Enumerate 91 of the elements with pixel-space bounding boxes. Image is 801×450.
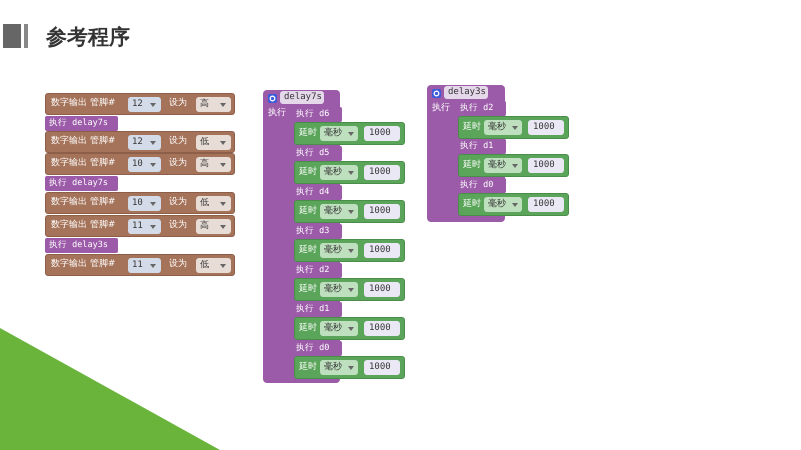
number-field: 1000 [528,197,564,212]
call-label: 执行 d1 [296,304,330,315]
unit-dropdown: 毫秒 [320,360,358,375]
call-block [45,116,118,131]
pin-output-block [45,93,235,115]
block-label: 延时 [299,206,317,217]
pin-output-block [45,131,235,153]
call-block [45,176,118,191]
number-field: 1000 [528,158,564,173]
number-field: 1000 [364,360,400,375]
unit-dropdown: 毫秒 [320,282,358,297]
block-label: 数字输出 管脚# [51,197,116,208]
delay-block [294,161,405,184]
block-label: 数字输出 管脚# [51,98,116,109]
block-label: 延时 [299,167,317,178]
block-label: 延时 [463,199,481,210]
pin-dropdown: 10 [128,157,161,172]
pin-output-block [45,254,235,276]
delay-block [294,356,405,379]
pin-output-block [45,215,235,237]
block-label: 延时 [299,323,317,334]
block-label: 数字输出 管脚# [51,220,116,231]
unit-dropdown: 毫秒 [484,197,522,212]
number-field: 1000 [364,282,400,297]
call-block [45,238,118,253]
level-dropdown: 高 [196,219,231,234]
block-label: 数字输出 管脚# [51,259,116,270]
delay-block [458,116,569,139]
function-name-field: delay3s [444,86,488,99]
call-label: 执行 d5 [296,148,330,159]
pin-output-block [45,153,235,175]
unit-dropdown: 毫秒 [320,243,358,258]
pin-output-block [45,192,235,214]
block-label: 延时 [299,245,317,256]
block-label: 设为 [169,136,187,147]
block-label: 数字输出 管脚# [51,158,116,169]
unit-dropdown: 毫秒 [320,321,358,336]
block-label: 执行 [432,103,450,114]
pin-dropdown: 12 [128,97,161,112]
number-field: 1000 [364,126,400,141]
block-label: 执行 [268,108,286,119]
call-label: 执行 d0 [296,343,330,354]
block-label: 延时 [463,160,481,171]
level-dropdown: 低 [196,135,231,150]
unit-dropdown: 毫秒 [320,126,358,141]
call-label: 执行 delay7s [49,118,108,129]
block-label: 延时 [299,284,317,295]
delay-block [294,239,405,262]
block-label: 延时 [299,362,317,373]
delay-block [294,278,405,301]
delay-block [294,200,405,223]
function-name-field: delay7s [280,91,324,104]
call-label: 执行 d0 [460,180,494,191]
call-label: 执行 d1 [460,141,494,152]
call-label: 执行 d2 [460,103,494,114]
unit-dropdown: 毫秒 [484,120,522,135]
pin-dropdown: 10 [128,196,161,211]
call-label: 执行 delay3s [49,240,108,251]
call-label: 执行 d2 [296,265,330,276]
unit-dropdown: 毫秒 [484,158,522,173]
level-dropdown: 高 [196,97,231,112]
block-label: 设为 [169,259,187,270]
title: 参考程序 [46,24,130,51]
block-label: 设为 [169,158,187,169]
block-label: 延时 [299,128,317,139]
delay-block [294,317,405,340]
block-label: 设为 [169,98,187,109]
block-label: 设为 [169,197,187,208]
number-field: 1000 [364,204,400,219]
call-label: 执行 d4 [296,187,330,198]
call-label: 执行 d3 [296,226,330,237]
delay-block [458,154,569,177]
block-label: 数字输出 管脚# [51,136,116,147]
delay-block [458,193,569,216]
pin-dropdown: 11 [128,258,161,273]
level-dropdown: 高 [196,157,231,172]
level-dropdown: 低 [196,196,231,211]
pin-dropdown: 12 [128,135,161,150]
unit-dropdown: 毫秒 [320,204,358,219]
pin-dropdown: 11 [128,219,161,234]
number-field: 1000 [528,120,564,135]
level-dropdown: 低 [196,258,231,273]
call-label: 执行 delay7s [49,178,108,189]
unit-dropdown: 毫秒 [320,165,358,180]
block-label: 延时 [463,122,481,133]
delay-block [294,122,405,145]
number-field: 1000 [364,165,400,180]
number-field: 1000 [364,243,400,258]
block-label: 设为 [169,220,187,231]
number-field: 1000 [364,321,400,336]
call-label: 执行 d6 [296,109,330,120]
